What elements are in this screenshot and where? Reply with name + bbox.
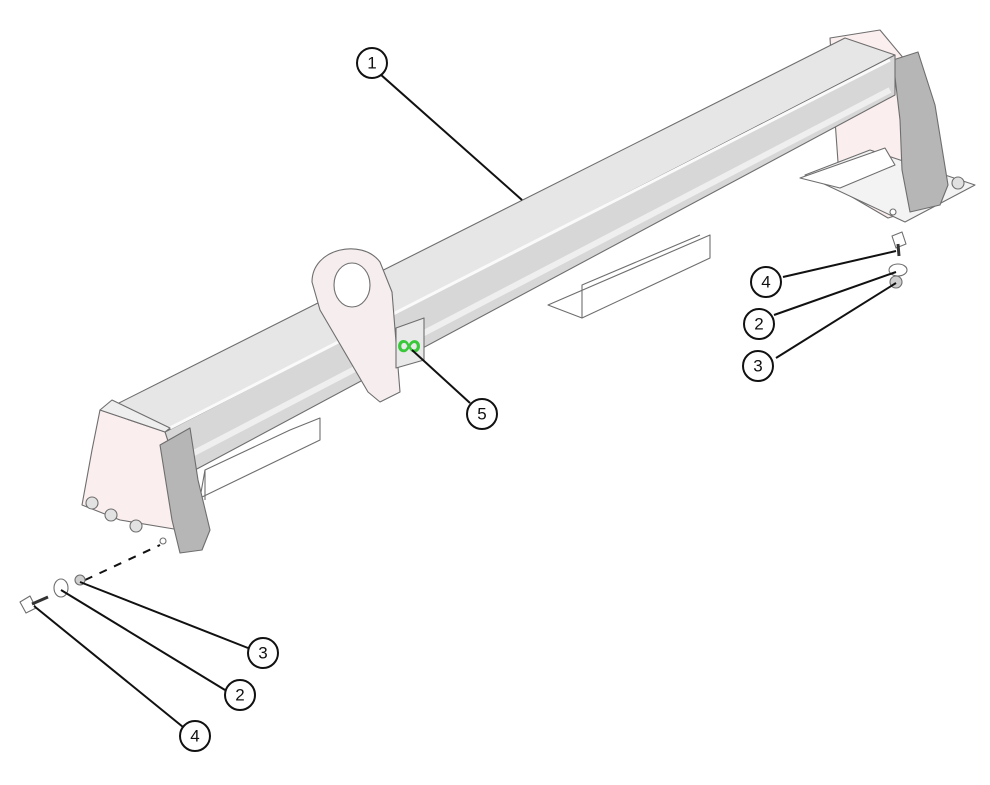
middle-bracket-edge [581,234,701,318]
left-fasteners [19,544,161,614]
leader-4-left [33,605,184,728]
callout-4-right: 4 [750,266,782,298]
left-end-assembly [81,399,211,554]
end-bolt-head [129,519,143,533]
right-fasteners [888,231,908,289]
callout-label: 2 [754,315,763,334]
leader-2-left [60,589,226,691]
leader-1 [379,73,523,201]
leader-3-right [775,282,897,359]
lug-eye [333,262,371,308]
left-washer-2 [53,578,69,598]
beam-front-face [164,54,896,479]
callout-label: 2 [235,686,244,705]
left-end-hole [159,537,167,545]
callout-label: 4 [190,727,199,746]
leader-lines [33,73,897,728]
leader-4-right [782,250,897,278]
beam-front-highlight [188,87,892,458]
callout-label: 3 [753,357,762,376]
callout-5: 5 [466,398,498,430]
left-bracket [199,417,321,499]
right-bolt-4 [891,231,907,249]
beam-top-highlight [169,58,891,430]
middle-bracket [547,234,711,319]
callout-balloons: 1 5 4 2 3 3 2 [179,47,782,752]
callout-label: 4 [761,273,770,292]
callout-4-left: 4 [179,720,211,752]
main-beam [104,37,896,479]
leader-2-right [773,271,897,316]
right-bracket [799,147,896,189]
callout-3-left: 3 [247,637,279,669]
left-end-plate [81,409,181,531]
left-bolt-shank [31,595,49,606]
left-end-pad [159,427,211,554]
callout-2-right: 2 [743,308,775,340]
assembly-axis-dashed [84,544,161,581]
end-bolt-head [104,508,118,522]
callout-1: 1 [356,47,388,79]
callout-label: 1 [367,54,376,73]
under-brackets [199,147,896,500]
beam-top-face [104,37,896,433]
callout-3-right: 3 [742,350,774,382]
right-bolt-shank [896,243,901,257]
callout-2-left: 2 [224,679,256,711]
left-end-edge [99,399,171,433]
callout-label: 3 [258,644,267,663]
leader-5 [411,349,471,404]
leader-3-left [79,581,249,649]
green-logo-mark: ∞ [397,326,421,364]
right-base-hole [889,208,897,216]
right-end-pad [892,51,949,213]
callout-label: 5 [477,405,486,424]
end-bolt-head [85,496,99,510]
right-base-bolt [951,176,965,190]
